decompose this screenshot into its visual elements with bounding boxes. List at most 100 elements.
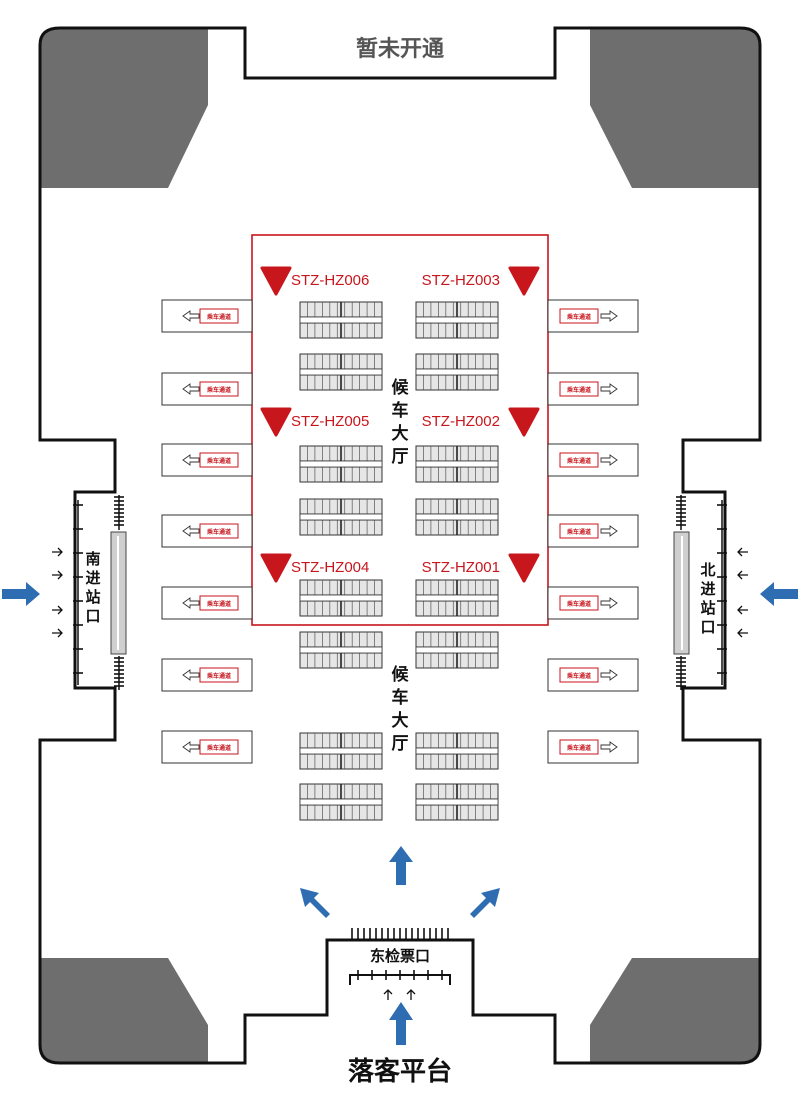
seat-block <box>415 732 499 770</box>
seat-block <box>415 301 499 339</box>
seat-block <box>415 783 499 821</box>
seat-block <box>415 445 499 483</box>
south-entrance-char: 站 <box>85 588 100 606</box>
boarding-passage-label: 乘车通道 <box>566 457 591 465</box>
south-entrance-char: 进 <box>85 569 100 587</box>
boarding-passage-left: 乘车通道 <box>161 514 253 548</box>
boarding-passage-right: 乘车通道 <box>547 730 639 764</box>
seat-block <box>415 579 499 617</box>
zone-code: STZ-HZ002 <box>422 413 500 430</box>
board-arrow-icon <box>182 454 200 466</box>
board-arrow-icon <box>600 597 618 609</box>
hall-char: 候 <box>392 664 410 685</box>
zone-marker-icon <box>260 553 292 583</box>
building-outline <box>38 26 762 1065</box>
boarding-passage-label: 乘车通道 <box>566 528 591 536</box>
board-arrow-icon <box>600 383 618 395</box>
boarding-passage-left: 乘车通道 <box>161 443 253 477</box>
seat-block <box>415 498 499 536</box>
north-entrance-char: 北 <box>700 561 715 579</box>
board-arrow-icon <box>600 454 618 466</box>
seat-block <box>299 631 383 669</box>
seat-blocks <box>299 301 499 821</box>
board-arrow-icon <box>182 741 200 753</box>
waiting-zone-stz-hz002: STZ-HZ002 <box>422 407 540 437</box>
boarding-passage-label: 乘车通道 <box>206 528 231 536</box>
boarding-passage-label: 乘车通道 <box>206 600 231 608</box>
turnstile-ticks <box>676 496 727 687</box>
north-entrance: 北 进 站 口 <box>673 495 748 690</box>
zone-code: STZ-HZ004 <box>291 559 369 576</box>
hall-char: 厅 <box>392 447 409 467</box>
zone-marker-icon <box>260 407 292 437</box>
hall-char: 大 <box>392 423 409 444</box>
boarding-passage-right: 乘车通道 <box>547 443 639 477</box>
boarding-passage-right: 乘车通道 <box>547 299 639 333</box>
ticket-gate-comb <box>351 928 449 940</box>
waiting-hall-label-upper: 候 车 大 厅 <box>392 377 410 467</box>
zone-code: STZ-HZ001 <box>422 559 500 576</box>
north-entrance-char: 进 <box>700 580 715 598</box>
boarding-passage-left: 乘车通道 <box>161 299 253 333</box>
boarding-passage-right: 乘车通道 <box>547 658 639 692</box>
waiting-zone-border <box>251 234 549 626</box>
boarding-passage-label: 乘车通道 <box>206 744 231 752</box>
seat-block <box>299 445 383 483</box>
boarding-passages: 乘车通道乘车通道乘车通道乘车通道乘车通道乘车通道乘车通道乘车通道乘车通道乘车通道… <box>161 299 639 764</box>
seat-block <box>299 353 383 391</box>
boarding-passage-label: 乘车通道 <box>566 600 591 608</box>
board-arrow-icon <box>600 741 618 753</box>
closed-area-label: 暂未开通 <box>356 36 444 62</box>
boarding-passage-label: 乘车通道 <box>206 457 231 465</box>
boarding-passage-right: 乘车通道 <box>547 586 639 620</box>
boarding-passage-right: 乘车通道 <box>547 372 639 406</box>
east-ticket-gate: 东检票口 <box>349 928 451 1000</box>
board-arrow-icon <box>182 669 200 681</box>
north-entrance-char: 口 <box>700 618 715 636</box>
east-gate-label: 东检票口 <box>370 947 430 965</box>
zone-code: STZ-HZ005 <box>291 413 369 430</box>
hall-char: 厅 <box>392 734 409 754</box>
boarding-passage-label: 乘车通道 <box>206 672 231 680</box>
north-entrance-char: 站 <box>700 599 715 617</box>
small-entry-arrow-icon <box>737 547 748 638</box>
board-arrow-icon <box>182 310 200 322</box>
hall-char: 车 <box>392 400 409 421</box>
south-entrance-char: 南 <box>85 550 100 568</box>
waiting-zone-stz-hz005: STZ-HZ005 <box>260 407 369 437</box>
board-arrow-icon <box>182 525 200 537</box>
boarding-passage-label: 乘车通道 <box>566 744 591 752</box>
boarding-passage-label: 乘车通道 <box>566 672 591 680</box>
boarding-passage-left: 乘车通道 <box>161 372 253 406</box>
board-arrow-icon <box>600 310 618 322</box>
zone-marker-icon <box>508 266 540 296</box>
corner-blocks <box>40 28 760 1063</box>
blue-direction-arrow-icon <box>2 582 798 1045</box>
zone-marker-icon <box>508 407 540 437</box>
seat-block <box>299 301 383 339</box>
small-entry-arrow-icon <box>52 547 63 638</box>
zone-marker-icon <box>508 553 540 583</box>
hall-char: 大 <box>392 710 409 731</box>
turnstile-ticks <box>357 970 443 980</box>
south-entrance-char: 口 <box>85 607 100 625</box>
board-arrow-icon <box>600 525 618 537</box>
seat-block <box>299 783 383 821</box>
zone-code: STZ-HZ003 <box>422 272 500 289</box>
seat-block <box>415 631 499 669</box>
waiting-zone-stz-hz003: STZ-HZ003 <box>422 266 540 296</box>
seat-block <box>299 579 383 617</box>
waiting-hall-label-lower: 候 车 大 厅 <box>392 664 410 754</box>
seat-block <box>415 353 499 391</box>
board-arrow-icon <box>182 597 200 609</box>
boarding-passage-right: 乘车通道 <box>547 514 639 548</box>
hall-char: 车 <box>392 687 409 708</box>
boarding-passage-label: 乘车通道 <box>206 313 231 321</box>
board-arrow-icon <box>600 669 618 681</box>
waiting-zone-stz-hz006: STZ-HZ006 <box>260 266 369 296</box>
boarding-passage-label: 乘车通道 <box>566 313 591 321</box>
turnstile-ticks <box>73 496 124 687</box>
small-entry-arrow-icon <box>383 989 416 1000</box>
boarding-passage-label: 乘车通道 <box>206 386 231 394</box>
